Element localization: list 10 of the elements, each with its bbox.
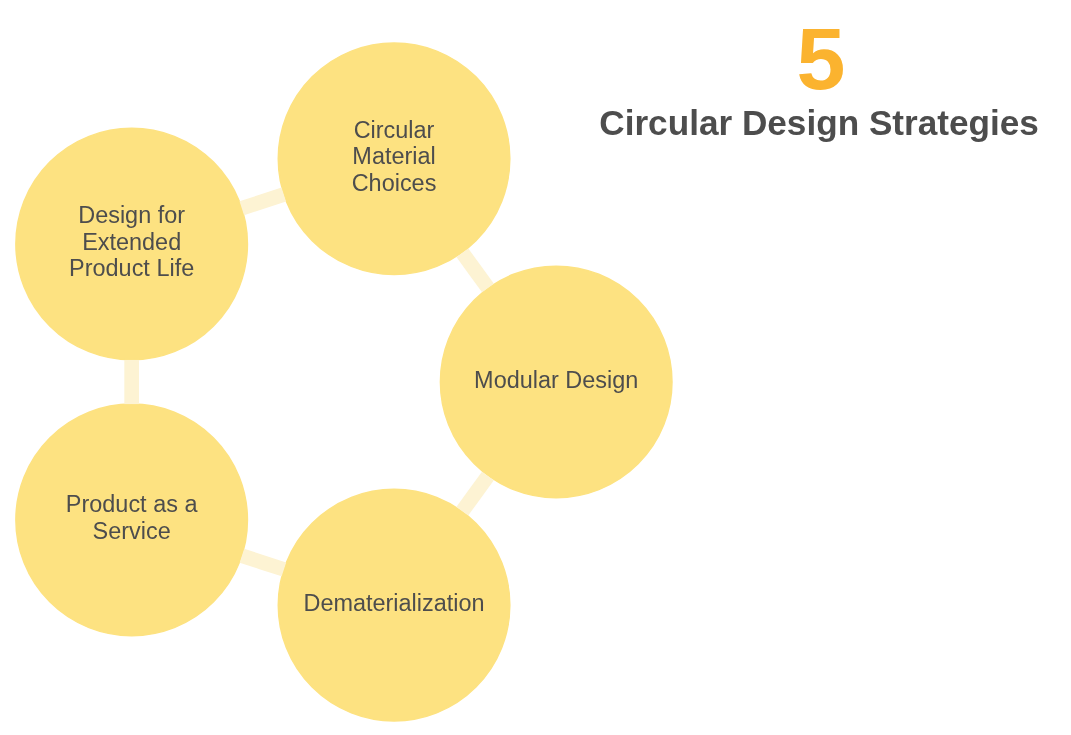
- connector: [239, 187, 287, 216]
- connector: [456, 471, 494, 516]
- node-circle: Dematerialization: [277, 488, 511, 722]
- connector: [456, 248, 494, 293]
- node-circle: Design for Extended Product Life: [15, 127, 249, 361]
- connector: [239, 548, 287, 577]
- connector: [124, 359, 139, 405]
- node-circle: Circular Material Choices: [277, 42, 511, 276]
- node-circle: Modular Design: [439, 265, 673, 499]
- node-circle: Product as a Service: [15, 403, 249, 637]
